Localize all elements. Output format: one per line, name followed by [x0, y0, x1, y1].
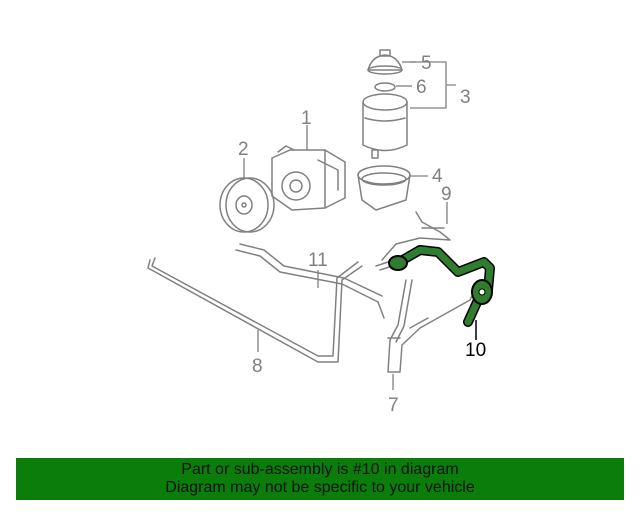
callout-4: 4: [432, 166, 443, 187]
reservoir: [362, 93, 408, 159]
line-9: [381, 211, 451, 261]
reservoir-cap: [367, 49, 403, 75]
return-line: [147, 259, 363, 363]
callout-2: 2: [238, 139, 249, 160]
reservoir-bracket: [357, 165, 411, 211]
callout-10: 10: [465, 340, 486, 361]
pressure-hose: [235, 249, 385, 319]
banner-line-1: Part or sub-assembly is #10 in diagram: [181, 461, 459, 478]
callout-8: 8: [252, 356, 263, 377]
callout-7: 7: [388, 395, 399, 416]
power-steering-pump: [271, 145, 346, 211]
callout-6: 6: [416, 77, 427, 98]
callout-1: 1: [301, 108, 312, 129]
callout-9: 9: [441, 184, 452, 205]
callout-3: 3: [460, 87, 471, 108]
o-ring: [374, 82, 396, 92]
callout-5: 5: [421, 53, 432, 74]
parts-diagram: 1 2 3 4 5 6 7 8 9 10 11: [147, 49, 495, 416]
info-banner: Part or sub-assembly is #10 in diagram D…: [16, 458, 624, 500]
banner-line-2: Diagram may not be specific to your vehi…: [165, 479, 475, 496]
line-7: [387, 279, 481, 373]
callout-11: 11: [308, 250, 328, 271]
leader-3-bracket: [410, 61, 456, 109]
hose-part-10-highlight: [388, 245, 495, 327]
pump-pulley: [219, 177, 275, 233]
